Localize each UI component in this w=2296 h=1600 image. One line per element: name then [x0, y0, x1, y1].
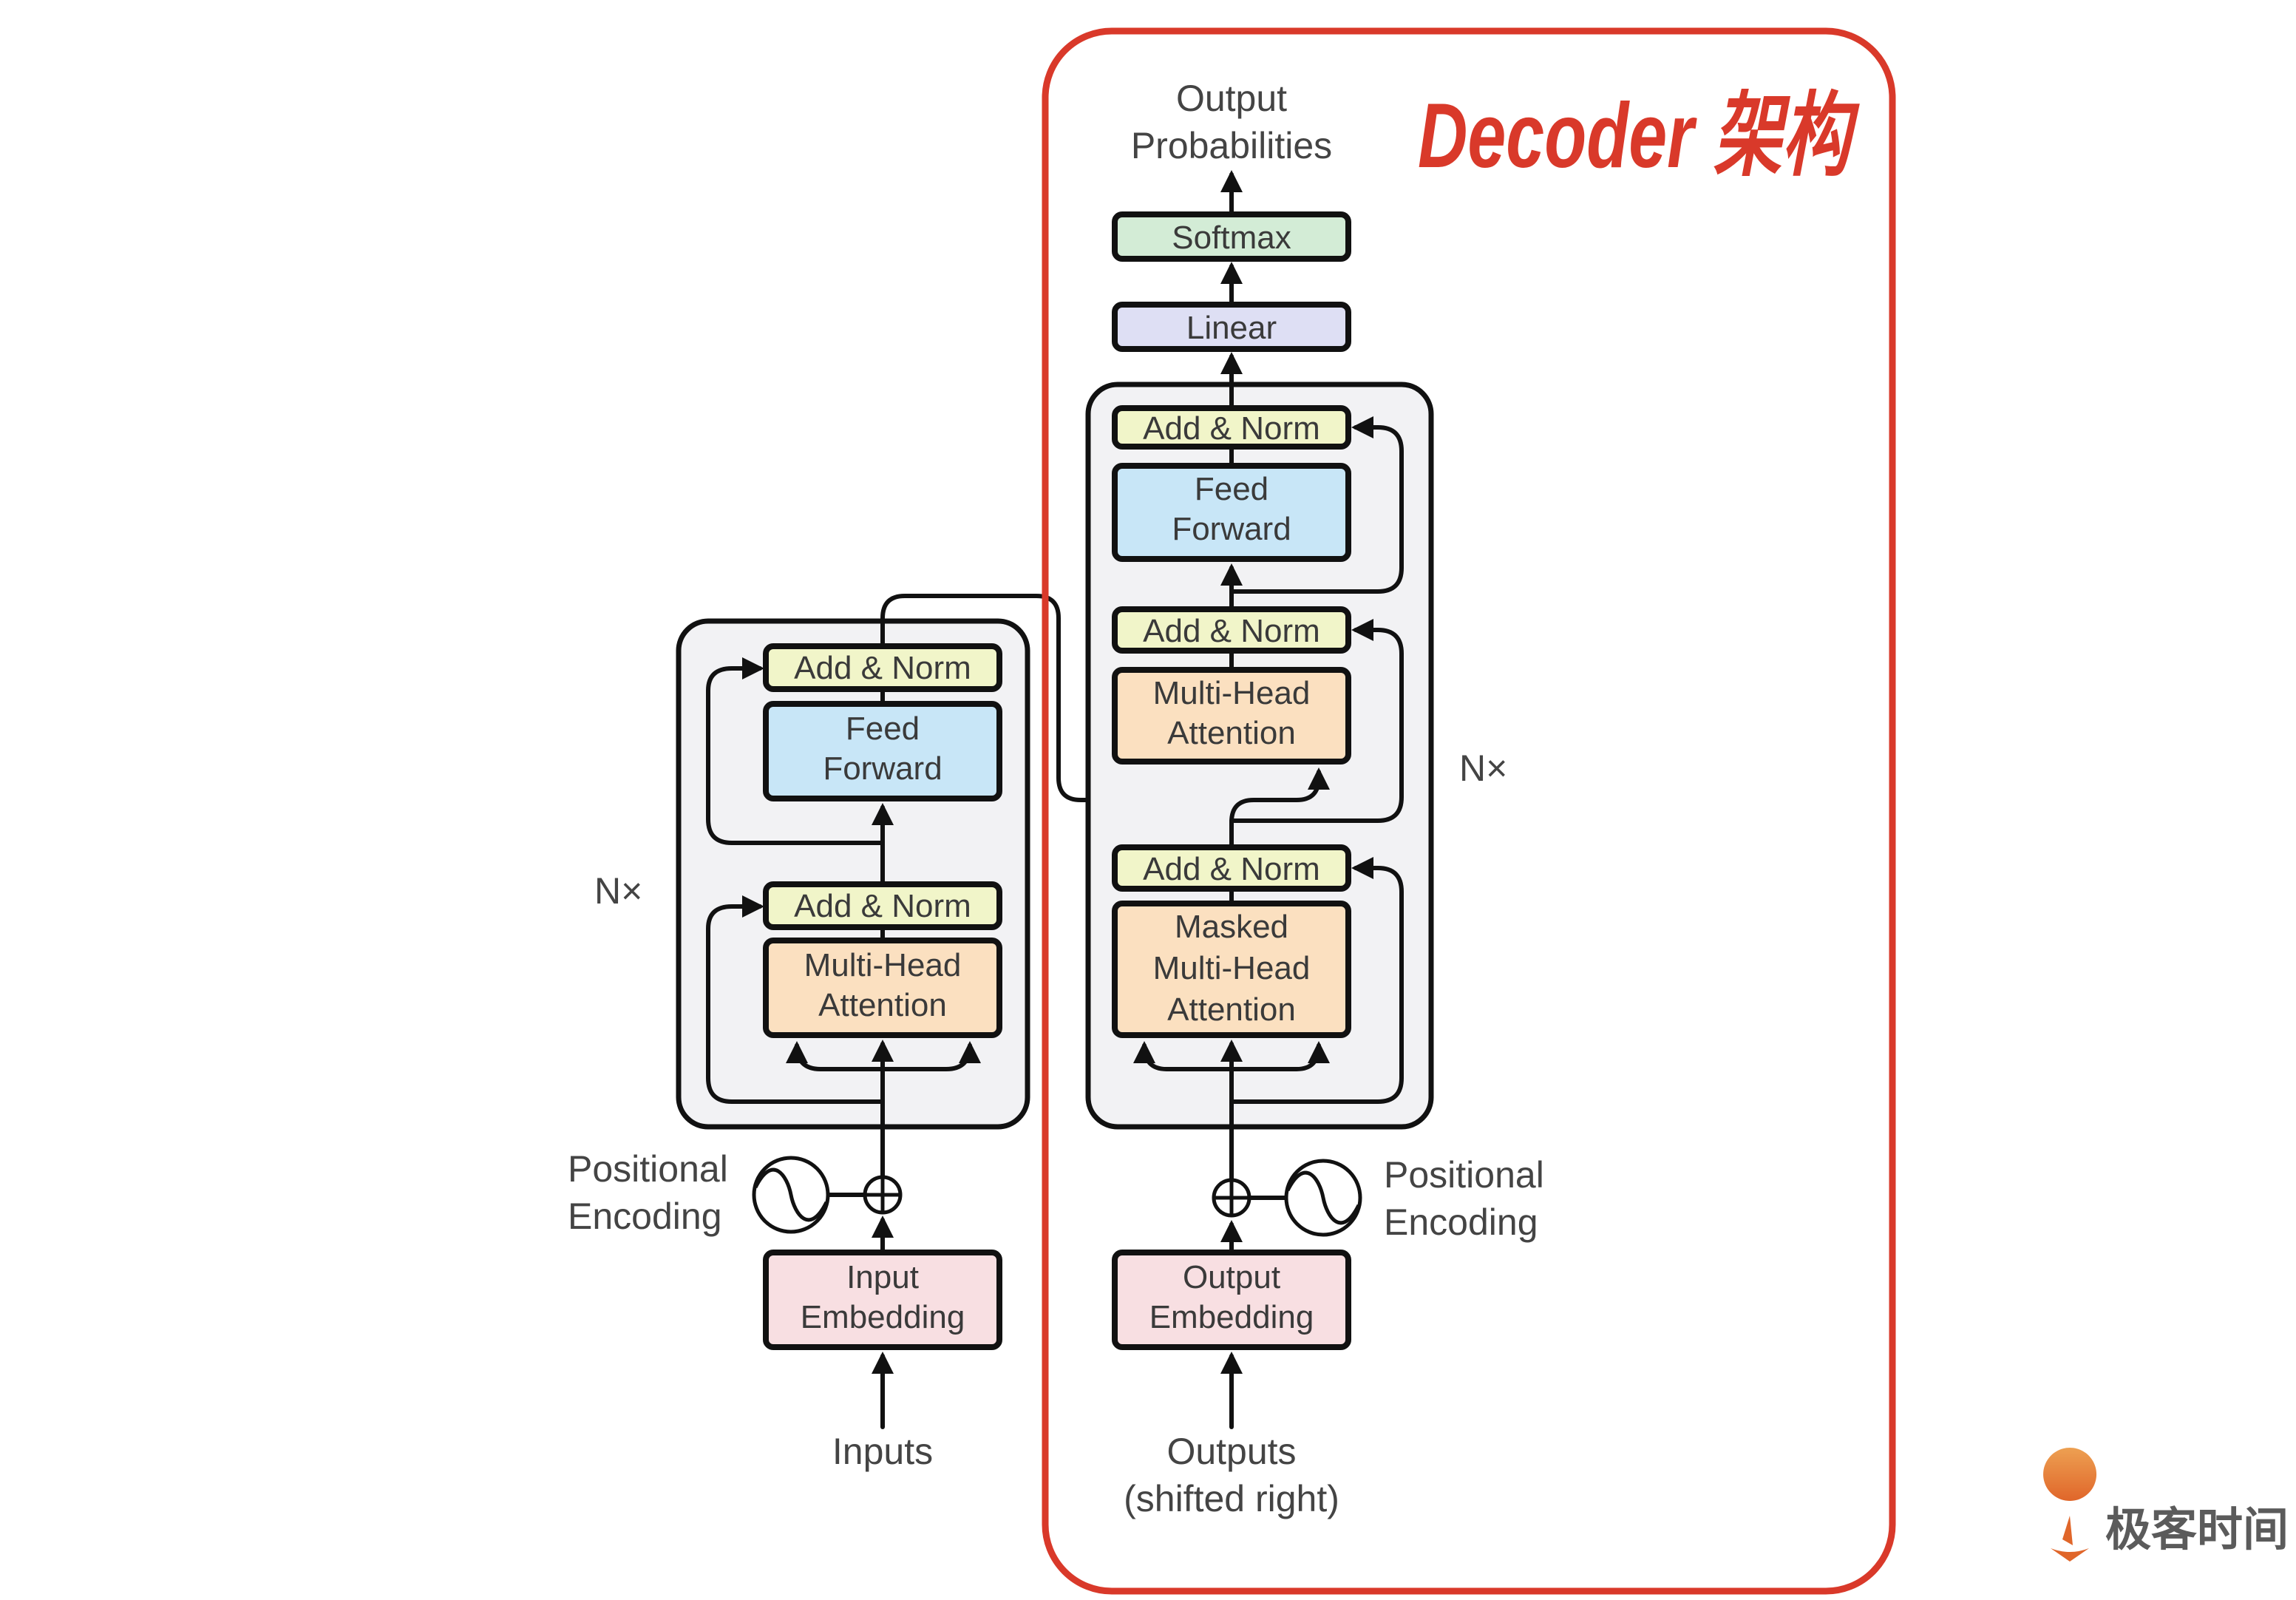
encoder-attn-fork-left — [786, 1041, 885, 1071]
encoder-block — [676, 618, 1030, 1130]
decoder-masked-fork-right — [1229, 1041, 1330, 1071]
input-embedding — [763, 1250, 1002, 1350]
decoder-feed-forward-label-1: Feed — [1195, 471, 1268, 507]
decoder-attention-label-2: Attention — [1167, 715, 1296, 751]
encoder-add-norm-top — [763, 643, 1002, 692]
decoder-attention-label-1: Multi-Head — [1153, 675, 1311, 711]
encoder-positional-label-1: Positional — [568, 1148, 728, 1190]
encoder-attention-label-1: Multi-Head — [804, 947, 962, 983]
encoder-residual-1 — [706, 895, 885, 1104]
softmax-label: Softmax — [1172, 220, 1291, 256]
output-embedding-label-1: Output — [1183, 1259, 1280, 1295]
encoder-multi-head-attention — [763, 938, 1002, 1038]
decoder-query-arrow — [1229, 767, 1330, 850]
decoder-residual-3 — [1229, 416, 1404, 594]
decoder-positional-encoding: Positional Encoding — [1212, 1154, 1544, 1243]
input-embedding-label-2: Embedding — [801, 1299, 965, 1335]
decoder-add-norm-mid-label: Add & Norm — [1143, 613, 1320, 649]
decoder-masked-fork-left — [1133, 1041, 1234, 1071]
decoder-add-norm-top-label: Add & Norm — [1143, 410, 1320, 447]
decoder-feed-forward — [1112, 463, 1351, 562]
encoder-add-norm-top-label: Add & Norm — [794, 650, 971, 686]
decoder-highlight-frame — [1042, 27, 1896, 1595]
decoder-add-norm-bottom — [1112, 844, 1351, 892]
decoder-positional-label-2: Encoding — [1384, 1201, 1538, 1243]
geektime-logo-icon — [2043, 1448, 2097, 1562]
output-probabilities-label-2: Probabilities — [1131, 125, 1332, 166]
encoder-feed-forward — [763, 701, 1002, 801]
masked-attention-label-2: Multi-Head — [1153, 950, 1311, 986]
encoder-feed-forward-label-1: Feed — [846, 711, 920, 747]
decoder-feed-forward-label-2: Forward — [1172, 511, 1291, 547]
encoder-attn-fork-right — [880, 1041, 981, 1071]
decoder-masked-multi-head-attention — [1112, 901, 1351, 1038]
masked-attention-label-3: Attention — [1167, 991, 1296, 1028]
decoder-add-norm-top — [1112, 405, 1351, 450]
encoder-add-norm-bottom-label: Add & Norm — [794, 888, 971, 924]
geektime-logo: 极客时间 — [2043, 1448, 2289, 1562]
masked-attention-label-1: Masked — [1175, 909, 1288, 945]
logo-text: 极客时间 — [2105, 1502, 2289, 1556]
encoder: Add & Norm Feed Forward Add & Norm Multi… — [568, 594, 1243, 1472]
linear-label: Linear — [1186, 310, 1277, 346]
encoder-repeat-label: N× — [594, 870, 642, 912]
output-probabilities-label-1: Output — [1176, 78, 1287, 119]
decoder-multi-head-attention — [1112, 667, 1351, 765]
encoder-feed-forward-label-2: Forward — [823, 750, 942, 787]
inputs-label: Inputs — [832, 1431, 933, 1472]
encoder-positional-encoding: Positional Encoding — [568, 1148, 903, 1237]
decoder-add-norm-mid — [1112, 606, 1351, 654]
encoder-add-norm-bottom — [763, 881, 1002, 930]
encoder-attention-label-2: Attention — [818, 987, 947, 1023]
decoder-repeat-label: N× — [1459, 748, 1507, 789]
encoder-residual-2 — [706, 657, 885, 845]
decoder-title: Decoder 架构 — [1418, 85, 1860, 187]
decoder-positional-label-1: Positional — [1384, 1154, 1544, 1196]
decoder-add-norm-bottom-label: Add & Norm — [1143, 851, 1320, 887]
softmax-box — [1112, 211, 1351, 262]
decoder-residual-2 — [1229, 619, 1404, 823]
input-embedding-label-1: Input — [846, 1259, 919, 1295]
outputs-label-2: (shifted right) — [1124, 1478, 1339, 1519]
output-embedding — [1112, 1250, 1351, 1350]
decoder: Output Probabilities Softmax Linear Add … — [1085, 78, 1544, 1519]
outputs-label-1: Outputs — [1166, 1431, 1296, 1472]
linear-box — [1112, 302, 1351, 352]
decoder-residual-1 — [1229, 857, 1404, 1104]
encoder-positional-label-2: Encoding — [568, 1196, 722, 1237]
output-embedding-label-2: Embedding — [1149, 1299, 1314, 1335]
